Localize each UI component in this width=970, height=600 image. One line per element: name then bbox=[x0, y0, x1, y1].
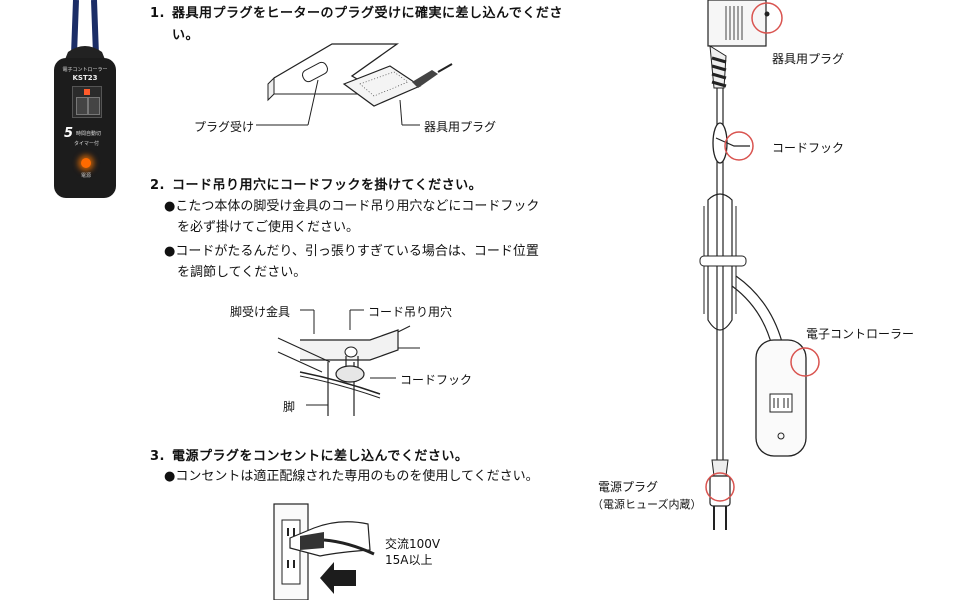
switch-marker-icon bbox=[84, 89, 90, 95]
controller-photo: 電子コントローラー KST23 5 時間自動切 タイマー付 電源 bbox=[40, 0, 130, 205]
step-3-bullet-1: ●コンセントは適正配線された専用のものを使用してください。 bbox=[164, 469, 539, 484]
device-timer-line2: タイマー付 bbox=[74, 141, 100, 147]
step-2-bullet-2: ●コードがたるんだり、引っ張りすぎている場合は、コード位置 を調節してください。 bbox=[164, 241, 539, 283]
step-2-bullet-1-line1: ●こたつ本体の脚受け金具のコード吊り用穴などにコードフック bbox=[164, 199, 540, 214]
device-timer-line1: 時間自動切 bbox=[76, 131, 102, 137]
label-voltage: 交流100V bbox=[385, 537, 441, 551]
step-3-text: 電源プラグをコンセントに差し込んでください。 bbox=[172, 449, 469, 464]
plug-receptacle-diagram bbox=[267, 43, 453, 107]
slide-switch[interactable] bbox=[88, 97, 100, 115]
step-3-number: 3. bbox=[150, 449, 165, 464]
step-1-heading: 1. 器具用プラグをヒーターのプラグ受けに確実に差し込んでくださ bbox=[150, 2, 563, 21]
cord-hook-diagram bbox=[277, 309, 420, 416]
indicator-lamp-icon bbox=[81, 158, 91, 168]
step-1-number: 1. bbox=[150, 6, 165, 21]
step-1-text-line2: い。 bbox=[172, 28, 200, 43]
label-cord-hook: コードフック bbox=[400, 373, 473, 387]
device-timer-digit: 5 bbox=[64, 126, 74, 141]
step-2-bullet-2-line1: ●コードがたるんだり、引っ張りすぎている場合は、コード位置 bbox=[164, 244, 539, 259]
step-1-leader-lines bbox=[256, 79, 420, 126]
label-appliance-plug: 器具用プラグ bbox=[424, 120, 497, 134]
step-2-text: コード吊り用穴にコードフックを掛けてください。 bbox=[172, 178, 483, 193]
right-label-cord-hook: コードフック bbox=[772, 141, 845, 155]
step-2-bullet-2-line2: を調節してください。 bbox=[177, 265, 307, 280]
device-switch-panel bbox=[72, 86, 102, 118]
cord-assembly-diagram bbox=[699, 0, 820, 530]
label-cord-hole: コード吊り用穴 bbox=[368, 305, 453, 319]
right-label-power-plug-note: （電源ヒューズ内蔵） bbox=[592, 498, 702, 511]
device-model: KST23 bbox=[72, 74, 98, 82]
right-label-power-plug: 電源プラグ bbox=[598, 480, 659, 494]
right-label-controller: 電子コントローラー bbox=[806, 327, 915, 341]
step-3-heading: 3. 電源プラグをコンセントに差し込んでください。 bbox=[150, 445, 468, 464]
outlet-diagram bbox=[273, 503, 375, 600]
label-receptacle: プラグ受け bbox=[194, 120, 255, 134]
device-power-label: 電源 bbox=[80, 173, 91, 179]
device-brand-line: 電子コントローラー bbox=[62, 67, 108, 73]
step-2-bullet-1-line2: を必ず掛けてご使用ください。 bbox=[177, 220, 360, 235]
label-leg: 脚 bbox=[283, 400, 296, 414]
step-2-number: 2. bbox=[150, 178, 165, 193]
label-leg-bracket: 脚受け金具 bbox=[230, 305, 291, 319]
step-2-bullet-1: ●こたつ本体の脚受け金具のコード吊り用穴などにコードフック を必ず掛けてご使用く… bbox=[164, 196, 539, 238]
step-2-heading: 2. コード吊り用穴にコードフックを掛けてください。 bbox=[150, 174, 482, 193]
label-current: 15A以上 bbox=[385, 553, 433, 567]
right-label-appliance-plug: 器具用プラグ bbox=[772, 52, 845, 66]
step-1-text-line1: 器具用プラグをヒーターのプラグ受けに確実に差し込んでくださ bbox=[172, 6, 563, 21]
slide-switch[interactable] bbox=[76, 97, 88, 115]
